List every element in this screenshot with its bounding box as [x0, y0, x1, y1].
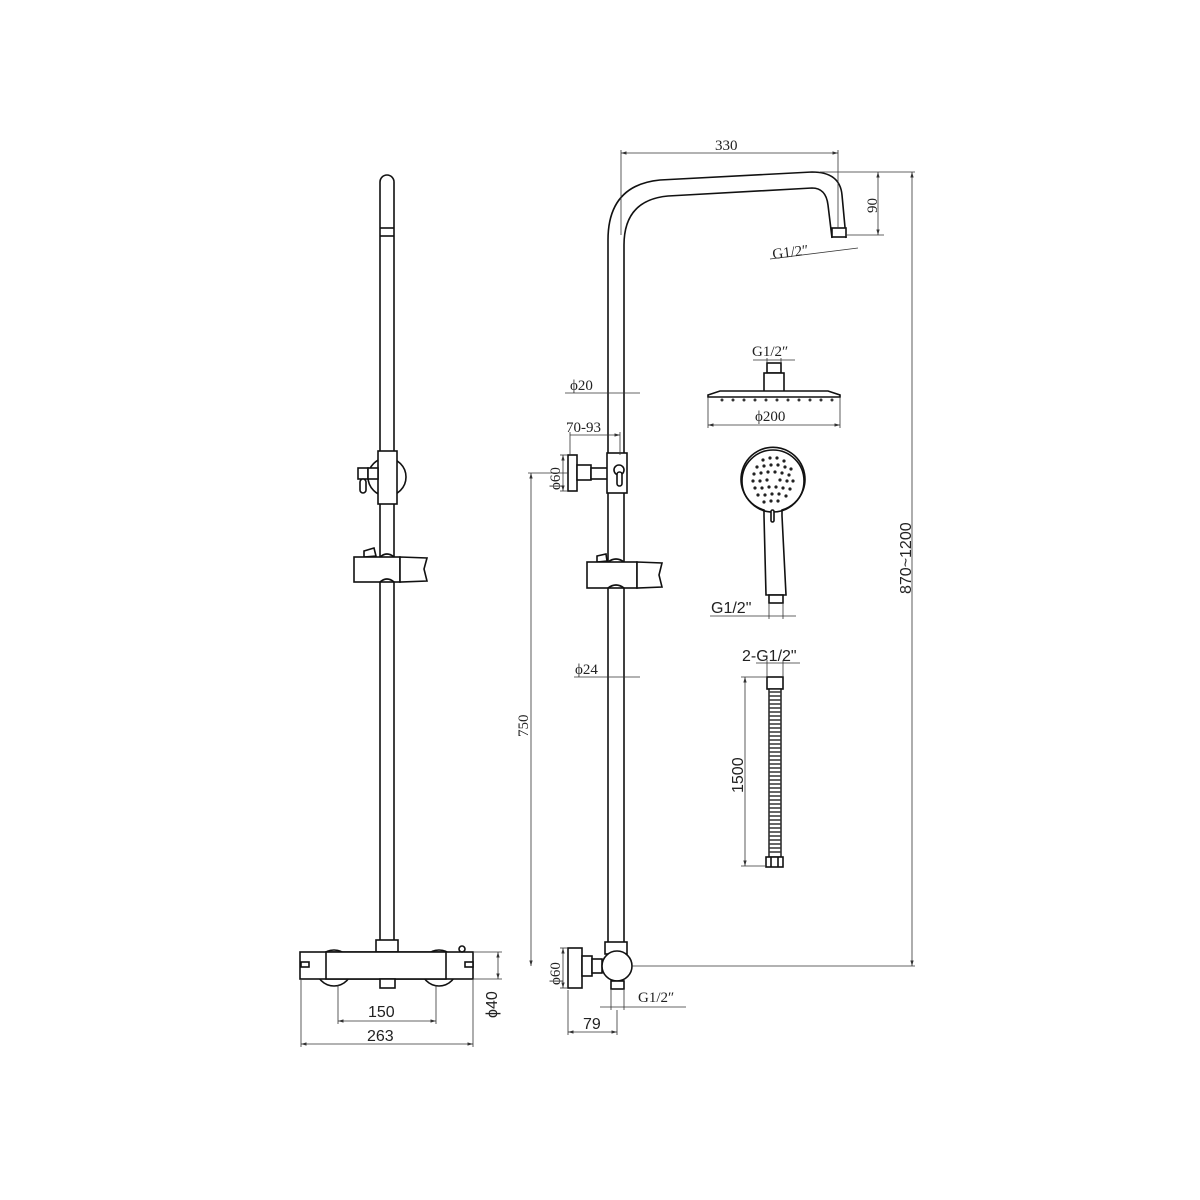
side-view — [567, 171, 847, 990]
dim-bracket-height: 750 — [516, 715, 532, 738]
shower-hose: 2-G1/2" 1500 — [730, 648, 800, 868]
dim-side-offset: 79 — [583, 1016, 601, 1033]
dim-arm-thread: G1/2″ — [772, 243, 810, 263]
front-view-dimensions: 150 263 ϕ40 — [300, 951, 502, 1047]
dim-total-height: 870~1200 — [898, 522, 915, 594]
dim-arm-width: 330 — [715, 138, 738, 154]
dim-head-thread: G1/2″ — [752, 344, 788, 360]
dim-riser-lower: ϕ24 — [575, 662, 598, 678]
dim-arm-drop: 90 — [865, 198, 881, 213]
spray-nozzles-icon — [751, 456, 795, 504]
dim-valve-width: 263 — [367, 1028, 394, 1045]
dim-inlet-thread: G1/2″ — [638, 990, 674, 1006]
dim-head-dia: ϕ200 — [755, 409, 785, 425]
dim-bracket-offset: 70-93 — [566, 420, 601, 436]
dim-side-bracket: ϕ60 — [548, 962, 564, 985]
dim-hose-length: 1500 — [730, 757, 747, 793]
dim-valve-centers: 150 — [368, 1004, 395, 1021]
dim-hose-threads: 2-G1/2" — [742, 648, 797, 665]
side-view-dimensions: 330 90 G1/2″ ϕ20 70-93 ϕ60 ϕ24 750 ϕ60 8… — [516, 138, 915, 1035]
dim-valve-dia: ϕ40 — [484, 991, 501, 1018]
overhead-shower-head: G1/2″ ϕ200 — [707, 344, 841, 428]
dim-hand-thread: G1/2" — [711, 600, 751, 617]
dim-riser-upper: ϕ20 — [570, 378, 593, 394]
hand-shower: G1/2" — [710, 446, 806, 619]
dim-bracket-dia-top: ϕ60 — [548, 467, 564, 490]
front-view — [299, 174, 474, 989]
